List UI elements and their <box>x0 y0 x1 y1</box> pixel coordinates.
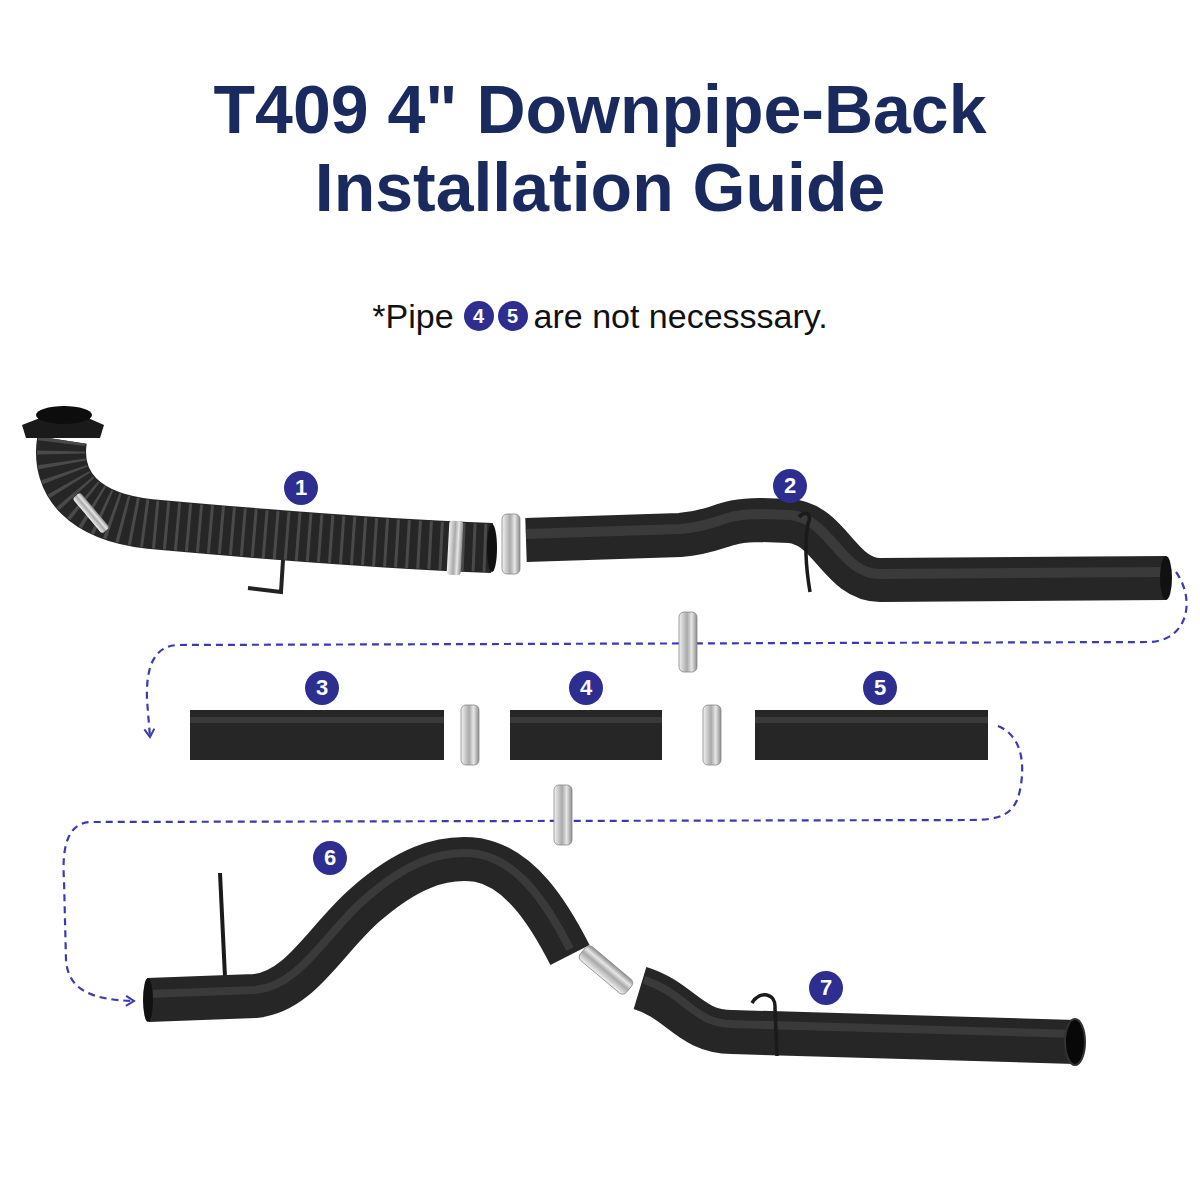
pipe-shade <box>190 717 988 723</box>
pipe-end <box>1065 1019 1085 1065</box>
callout-number: 1 <box>284 471 318 505</box>
clamp <box>703 705 721 765</box>
callout-number: 3 <box>305 671 339 705</box>
heat-wrap <box>61 440 492 548</box>
callout-number: 2 <box>773 469 807 503</box>
clamp <box>679 612 697 672</box>
callout-number: 7 <box>809 971 843 1005</box>
clamp <box>554 785 572 845</box>
pipe-body <box>61 440 492 548</box>
wrap-band <box>72 492 109 534</box>
note: *Pipe 45are not necesssary. <box>0 292 1200 340</box>
flow-arrow <box>64 726 1023 1001</box>
note-text: *Pipe <box>372 297 453 336</box>
pipe-end <box>487 524 497 572</box>
clamp <box>502 514 520 574</box>
flange-opening <box>36 406 92 424</box>
pipe-6 <box>143 853 570 1022</box>
callout-number: 4 <box>569 671 603 705</box>
pipe-shade <box>148 853 570 994</box>
pipe-2 <box>526 513 1172 600</box>
callout-number: 5 <box>863 671 897 705</box>
clamp <box>577 944 635 996</box>
title: T409 4" Downpipe-Back Installation Guide <box>80 70 1120 226</box>
hanger <box>799 513 810 592</box>
downpipe <box>22 406 497 592</box>
pipe-7 <box>640 980 1085 1065</box>
hanger <box>752 995 777 1056</box>
pipe-shade <box>526 514 1166 574</box>
callout-number: 5 <box>498 301 528 331</box>
wrap-band <box>447 521 464 576</box>
pipe-shade <box>644 980 1075 1034</box>
note-text: are not necesssary. <box>534 297 828 336</box>
hanger <box>248 560 283 592</box>
callout-number: 6 <box>313 841 347 875</box>
callout-number: 4 <box>464 301 494 331</box>
pipe-end <box>1160 556 1172 600</box>
pipe-body <box>148 859 570 1000</box>
pipe-end <box>143 978 153 1022</box>
clamp <box>461 705 479 765</box>
